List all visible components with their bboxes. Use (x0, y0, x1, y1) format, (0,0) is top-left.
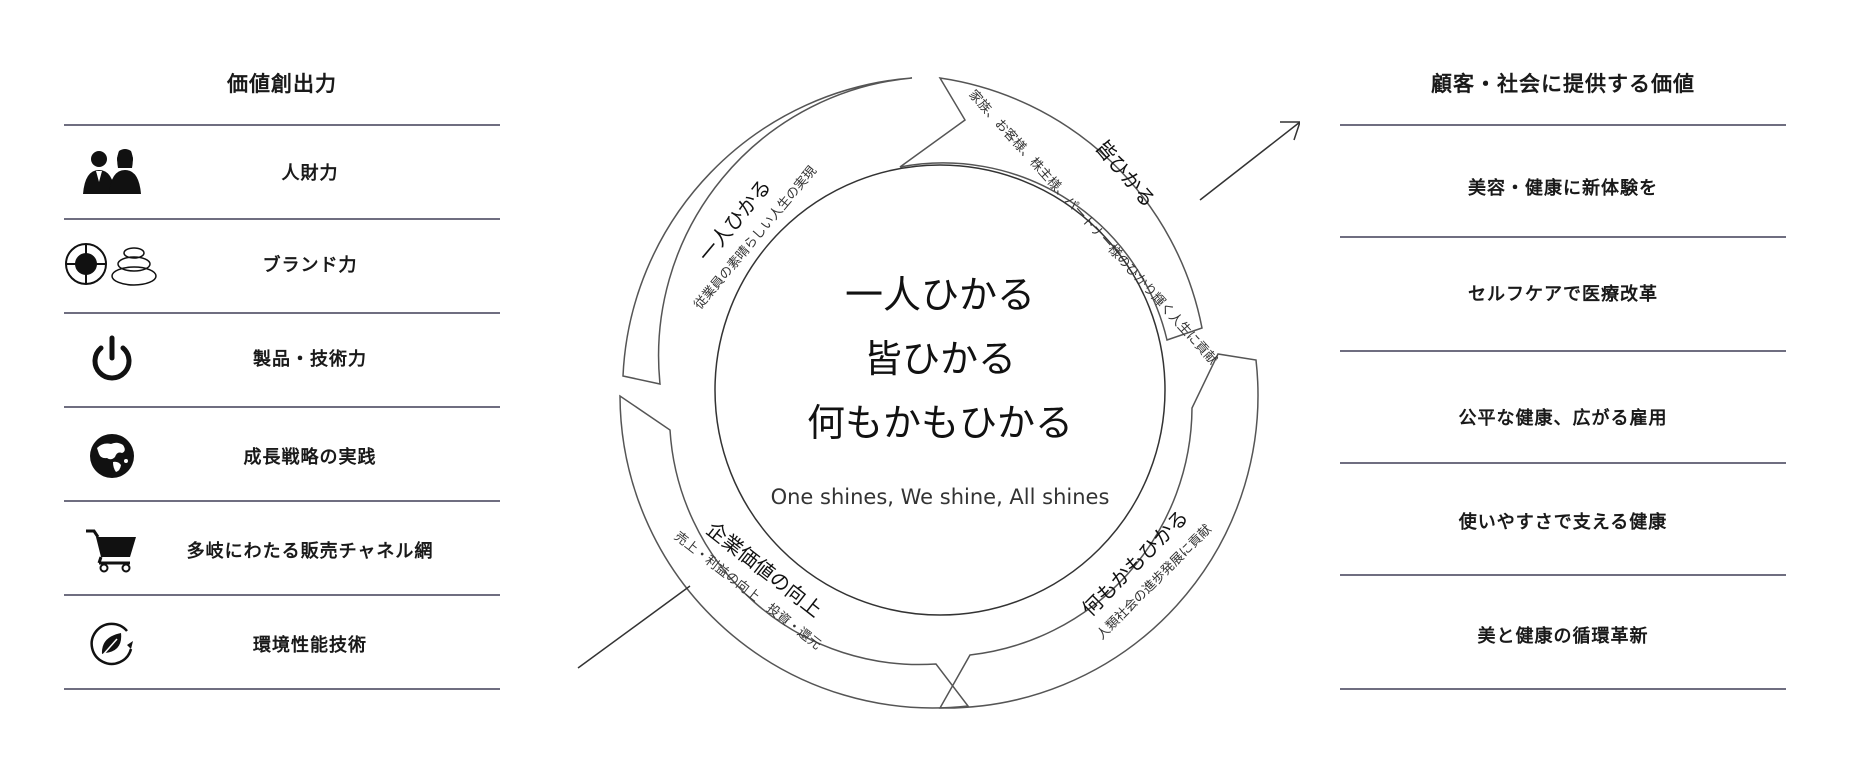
list-item-product-technology: 製品・技術力 (64, 330, 500, 386)
divider (64, 406, 500, 408)
list-item-value-3: 公平な健康、広がる雇用 (1458, 408, 1668, 429)
divider (1340, 350, 1786, 352)
list-item-value-2: セルフケアで医療改革 (1468, 284, 1658, 305)
list-item-label: 製品・技術力 (253, 349, 367, 370)
list-item-label: 人財力 (281, 163, 339, 184)
segment-subtitle: 家族、お客様、株主様、パートナー様のひかり輝く人生に貢献 (965, 87, 1220, 368)
divider (1340, 462, 1786, 464)
list-item-brand: ブランド力 (64, 236, 500, 292)
ring-segment-4 (619, 394, 970, 709)
ring-segment-2 (899, 77, 1203, 341)
globe-icon (64, 428, 160, 484)
divider (64, 312, 500, 314)
ring-segment-3 (938, 353, 1259, 709)
list-item-value-1: 美容・健康に新体験を (1468, 178, 1658, 199)
divider (1340, 574, 1786, 576)
output-arrow-head (1280, 121, 1300, 141)
divider (1340, 688, 1786, 690)
divider (64, 688, 500, 690)
power-icon (64, 330, 160, 386)
center-line-3: 何もかもひかる (807, 401, 1073, 445)
center-english-tagline: One shines, We shine, All shines (771, 485, 1110, 509)
list-item-environmental-tech: 環境性能技術 (64, 616, 500, 672)
list-item-label: ブランド力 (262, 255, 358, 276)
center-line-2: 皆ひかる (864, 337, 1016, 381)
segment-sublabel-2: 家族、お客様、株主様、パートナー様のひかり輝く人生に貢献 (965, 87, 1220, 368)
list-item-human-capital: 人財力 (64, 144, 500, 200)
divider (1340, 236, 1786, 238)
divider (64, 218, 500, 220)
divider (64, 124, 500, 126)
divider (1340, 124, 1786, 126)
list-item-label: 多岐にわたる販売チャネル網 (186, 541, 434, 562)
list-item-label: 環境性能技術 (253, 635, 367, 656)
input-arrow-line (577, 585, 691, 669)
left-column-title: 価値創出力 (227, 72, 337, 96)
list-item-sales-channels: 多岐にわたる販売チャネル網 (64, 522, 500, 578)
people-icon (64, 144, 160, 200)
list-item-value-5: 美と健康の循環革新 (1477, 626, 1649, 647)
value-cycle-diagram: 一人ひかる 皆ひかる 何もかもひかる One shines, We shine,… (577, 77, 1300, 709)
list-item-label: 成長戦略の実践 (243, 447, 377, 468)
divider (64, 500, 500, 502)
list-item-growth-strategy: 成長戦略の実践 (64, 428, 500, 484)
ring-segment-1 (622, 77, 913, 385)
segment-label-2: 皆ひかる (1090, 135, 1160, 212)
segment-label-3: 何もかもひかる 人類社会の進歩発展に貢献 (1077, 505, 1215, 643)
leaf-icon (64, 616, 160, 672)
inner-circle (714, 164, 1166, 616)
output-arrow-line (1199, 121, 1300, 201)
right-column-title: 顧客・社会に提供する価値 (1431, 72, 1695, 96)
cart-icon (64, 522, 160, 578)
customer-society-value-column: 顧客・社会に提供する価値 美容・健康に新体験を セルフケアで医療改革 公平な健康… (1340, 0, 1786, 758)
center-line-1: 一人ひかる (845, 273, 1035, 317)
list-item-value-4: 使いやすさで支える健康 (1458, 512, 1668, 533)
brand-icon (64, 236, 160, 292)
value-creation-column: 価値創出力 人財力 (64, 0, 500, 758)
segment-title: 皆ひかる (1090, 135, 1160, 212)
divider (64, 594, 500, 596)
